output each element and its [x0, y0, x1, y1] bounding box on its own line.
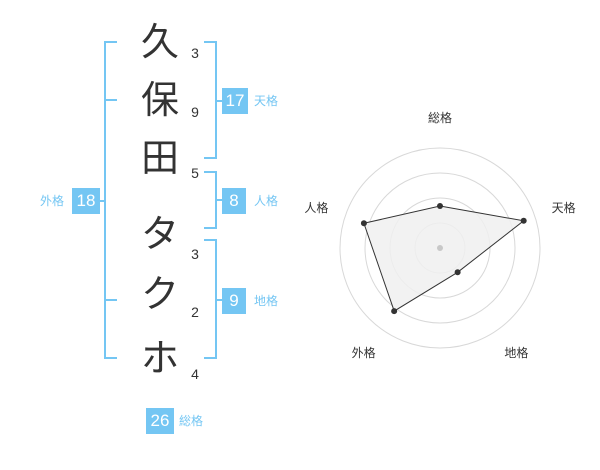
name-char-3: 田 [140, 136, 179, 180]
radar-ring-3 [364, 172, 516, 324]
radar-point-2 [454, 269, 461, 276]
name-char-6: ホ [140, 336, 179, 380]
tenkaku-value-box: 17 [222, 88, 248, 114]
name-char-5: ク [140, 272, 179, 316]
jinkaku-value-box: 8 [222, 188, 246, 214]
radar-axis-label-1: 天格 [552, 200, 576, 215]
radar-axis-label-4: 人格 [304, 200, 328, 215]
radar-point-4 [360, 220, 367, 227]
radar-point-0 [437, 203, 443, 209]
name-char-1: 久 [140, 20, 179, 64]
stroke-count-4: 3 [191, 246, 199, 262]
radar-point-3 [391, 308, 398, 315]
radar-ring-4 [339, 147, 541, 349]
radar-axis-label-3: 外格 [352, 345, 376, 360]
radar-axis-label-2: 地格 [504, 345, 528, 360]
stroke-count-2: 9 [191, 104, 199, 120]
radar-axis-label-0: 総格 [428, 110, 452, 125]
soukaku-value-box: 26 [146, 408, 174, 434]
radar-polygon [363, 205, 525, 312]
tenkaku-label: 天格 [254, 94, 279, 108]
chikaku-value-box: 9 [222, 288, 246, 314]
radar-center-dot [437, 245, 443, 251]
stroke-count-3: 5 [191, 165, 199, 181]
gaikaku-value-box: 18 [72, 188, 100, 214]
stroke-count-5: 2 [191, 304, 199, 320]
chikaku-label: 地格 [254, 294, 279, 308]
jinkaku-label: 人格 [254, 194, 279, 208]
name-char-4: タ [140, 212, 179, 256]
name-char-2: 保 [140, 78, 179, 122]
soukaku-label: 総格 [179, 414, 204, 428]
stroke-count-1: 3 [191, 45, 199, 61]
stroke-count-6: 4 [191, 366, 199, 382]
radar-point-1 [520, 217, 527, 224]
gaikaku-label: 外格 [40, 194, 65, 208]
